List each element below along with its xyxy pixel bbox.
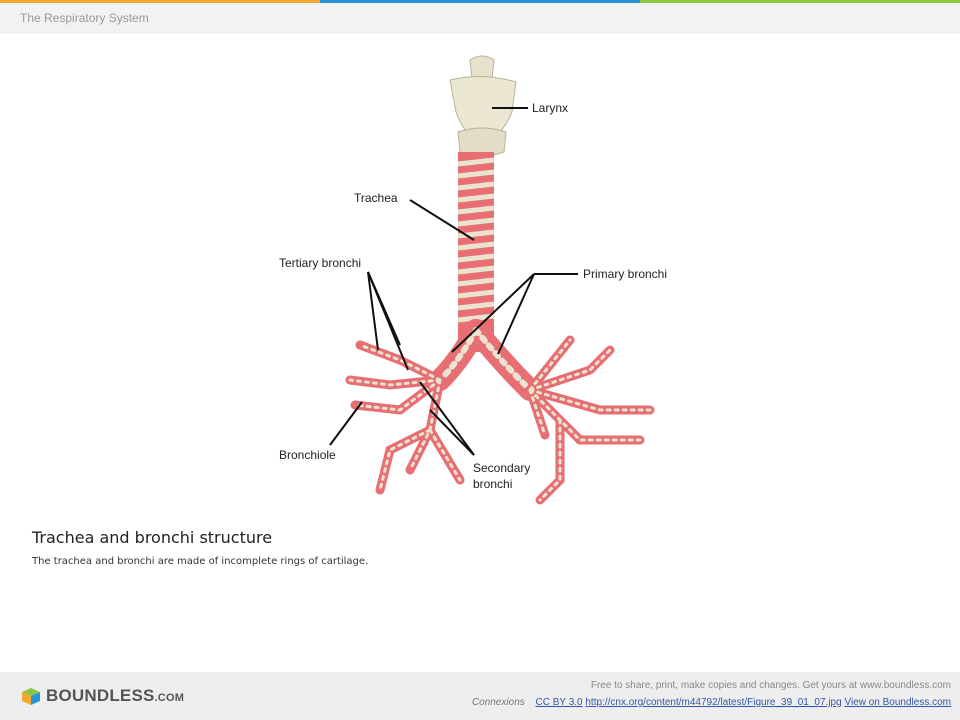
- logo-suffix: .COM: [154, 692, 185, 704]
- bronchiole-label: Bronchiole: [279, 448, 336, 462]
- share-note: Free to share, print, make copies and ch…: [590, 680, 951, 691]
- cube-icon: [22, 688, 40, 705]
- caption-title: Trachea and bronchi structure: [32, 528, 273, 547]
- larynx-shape: [449, 55, 517, 157]
- bronchial-tree: [345, 319, 655, 505]
- label-leader-lines: [329, 107, 578, 456]
- boundless-logo[interactable]: BOUNDLESS.COM: [20, 686, 184, 706]
- logo-wordmark: BOUNDLESS.COM: [46, 686, 184, 706]
- trachea-bronchi-illustration: Larynx Trachea Tertiary bronchi Primary …: [279, 55, 667, 505]
- attribution-links: Connexions CC BY 3.0 http://cnx.org/cont…: [472, 697, 951, 708]
- slide-footer: BOUNDLESS.COM Free to share, print, make…: [0, 672, 960, 720]
- secondary-bronchi-label-line1: Secondary: [473, 461, 530, 475]
- accent-bar: [0, 0, 960, 3]
- slide-header-title: The Respiratory System: [20, 11, 149, 25]
- logo-main: BOUNDLESS: [46, 686, 155, 705]
- view-on-boundless-link[interactable]: View on Boundless.com: [844, 697, 951, 708]
- trachea-shape: [457, 152, 495, 352]
- accent-bar-orange: [0, 0, 320, 3]
- slide-header: The Respiratory System: [0, 3, 960, 34]
- tertiary-bronchi-label: Tertiary bronchi: [279, 256, 361, 270]
- primary-bronchi-label: Primary bronchi: [583, 267, 667, 281]
- source-label: Connexions: [471, 697, 525, 708]
- larynx-label: Larynx: [532, 101, 568, 115]
- accent-bar-green: [640, 0, 960, 3]
- license-link[interactable]: CC BY 3.0: [535, 697, 583, 708]
- secondary-bronchi-label-line2: bronchi: [473, 477, 512, 491]
- caption-text: The trachea and bronchi are made of inco…: [32, 556, 369, 567]
- source-link[interactable]: http://cnx.org/content/m44792/latest/Fig…: [585, 697, 842, 708]
- accent-bar-blue: [320, 0, 640, 3]
- trachea-label: Trachea: [354, 191, 398, 205]
